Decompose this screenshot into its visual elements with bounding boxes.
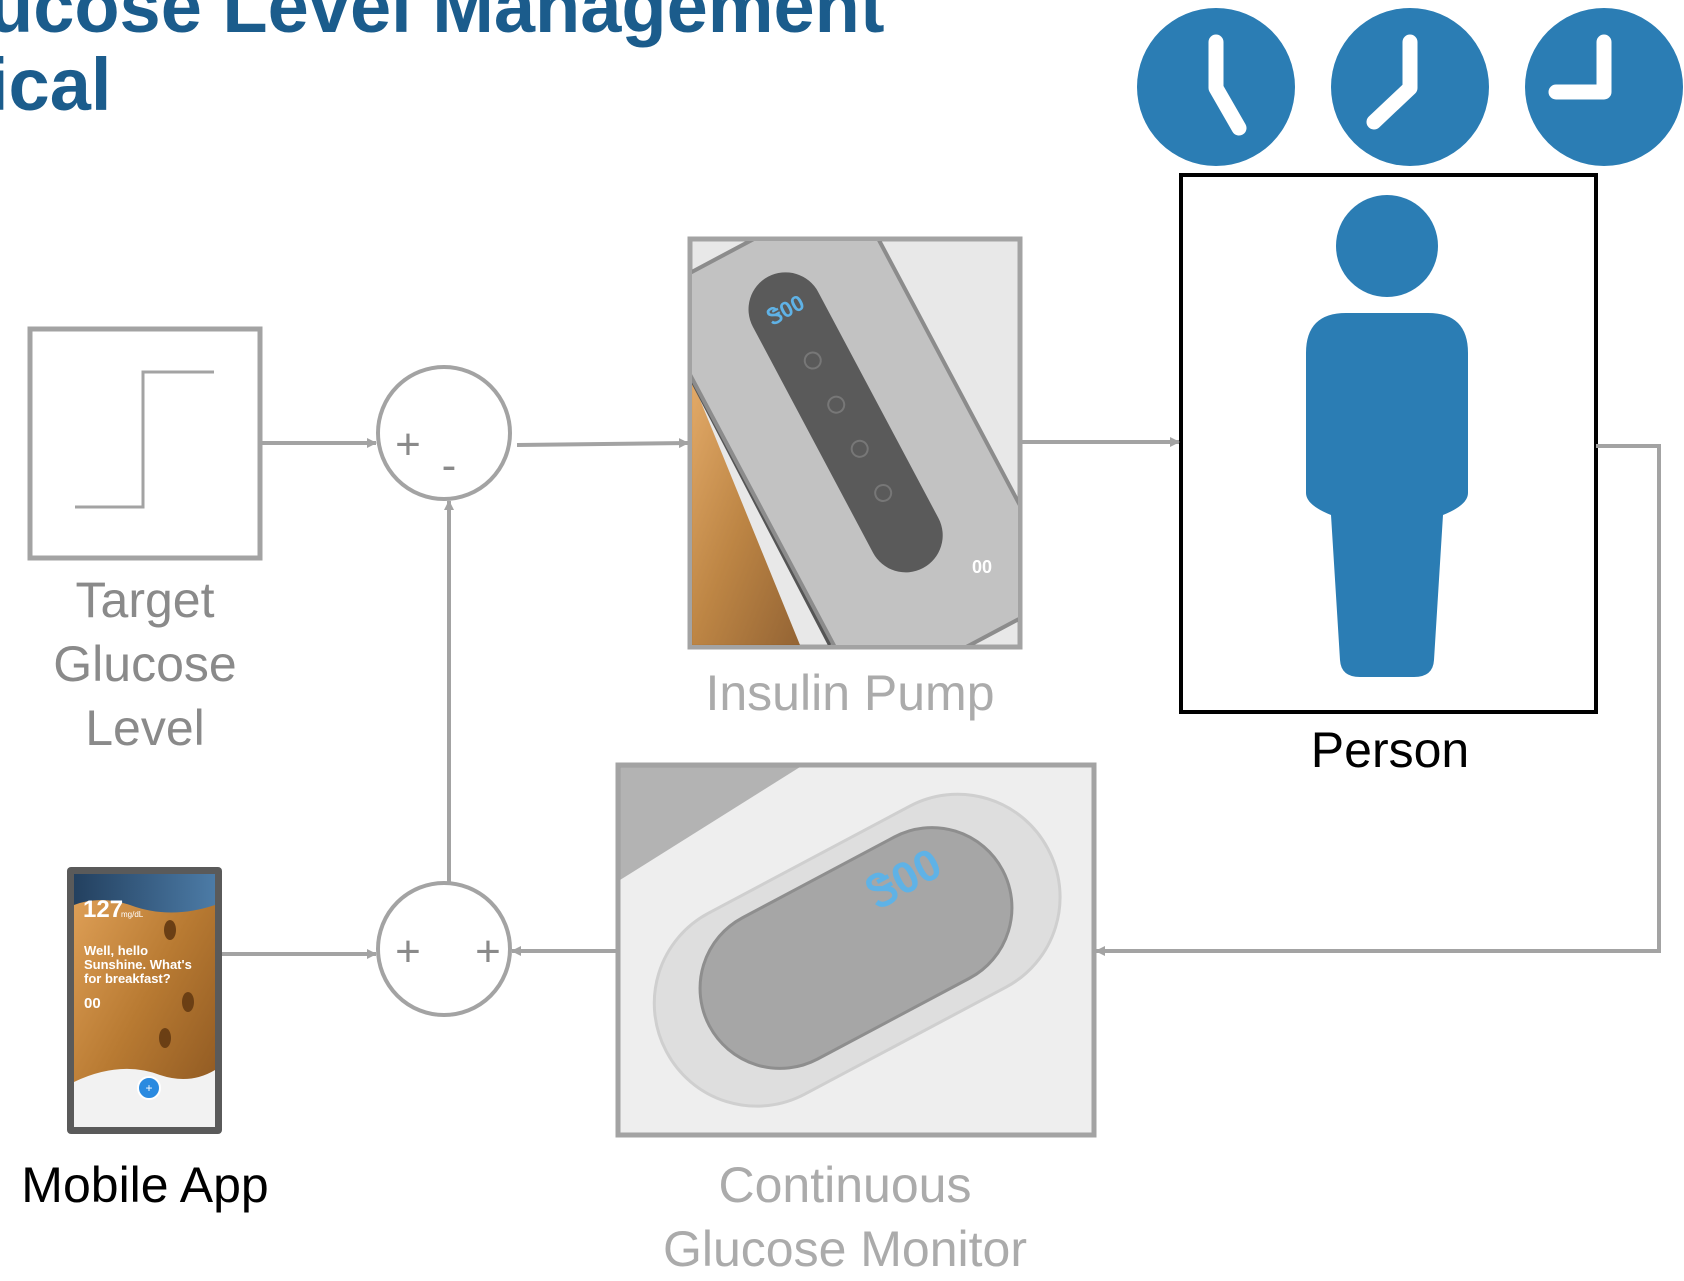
slide-title-line1: ucose Level Management bbox=[0, 0, 885, 48]
phone-logo: 00 bbox=[84, 995, 101, 1012]
person-icon bbox=[1306, 195, 1468, 677]
insulin-pump-label: Insulin Pump bbox=[705, 665, 995, 721]
plus-sign: + bbox=[395, 927, 421, 976]
cgm-label: Continuous Glucose Monitor bbox=[600, 1153, 1090, 1281]
connectors bbox=[222, 437, 1661, 959]
target-glucose-block bbox=[27, 326, 263, 561]
phone-glucose-value: 127 bbox=[83, 896, 123, 923]
clock-icon bbox=[1331, 8, 1489, 166]
minus-sign: - bbox=[442, 441, 457, 490]
phone-message-line1: Well, hello bbox=[84, 943, 148, 958]
cgm-block: Ꮥ00 bbox=[615, 762, 1097, 1138]
junction-to-pump-arrow bbox=[516, 438, 689, 449]
target-label-line3: Level bbox=[85, 700, 205, 756]
cgm-label-line1: Continuous bbox=[718, 1157, 972, 1213]
slide-title-line2: ical bbox=[0, 43, 112, 126]
insulin-pump-block: Ꮥ00 00 bbox=[687, 236, 1023, 650]
target-glucose-label: Target Glucose Level bbox=[20, 568, 270, 760]
svg-text:+: + bbox=[145, 1081, 152, 1095]
target-label-line1: Target bbox=[75, 572, 215, 628]
plus-sign: + bbox=[395, 420, 421, 469]
person-to-cgm-feedback bbox=[1095, 444, 1661, 956]
person-label: Person bbox=[1310, 722, 1470, 778]
person-block bbox=[1179, 173, 1598, 714]
mobile-app-phone: + 127 mg/dL Well, hello Sunshine. What's… bbox=[67, 867, 222, 1134]
phone-message-line3: for breakfast? bbox=[84, 971, 171, 986]
mobile-app-label: Mobile App bbox=[21, 1157, 269, 1213]
svg-text:00: 00 bbox=[972, 557, 992, 577]
clock-icon bbox=[1525, 8, 1683, 166]
target-label-line2: Glucose bbox=[53, 636, 237, 692]
clock-icon bbox=[1137, 8, 1295, 166]
plus-sign: + bbox=[475, 927, 501, 976]
phone-glucose-unit: mg/dL bbox=[121, 910, 144, 919]
cgm-label-line2: Glucose Monitor bbox=[662, 1221, 1028, 1277]
phone-message-line2: Sunshine. What's bbox=[84, 957, 192, 972]
summing-junction-bottom: + + bbox=[376, 881, 512, 1017]
summing-junction-top: + - bbox=[376, 365, 512, 501]
